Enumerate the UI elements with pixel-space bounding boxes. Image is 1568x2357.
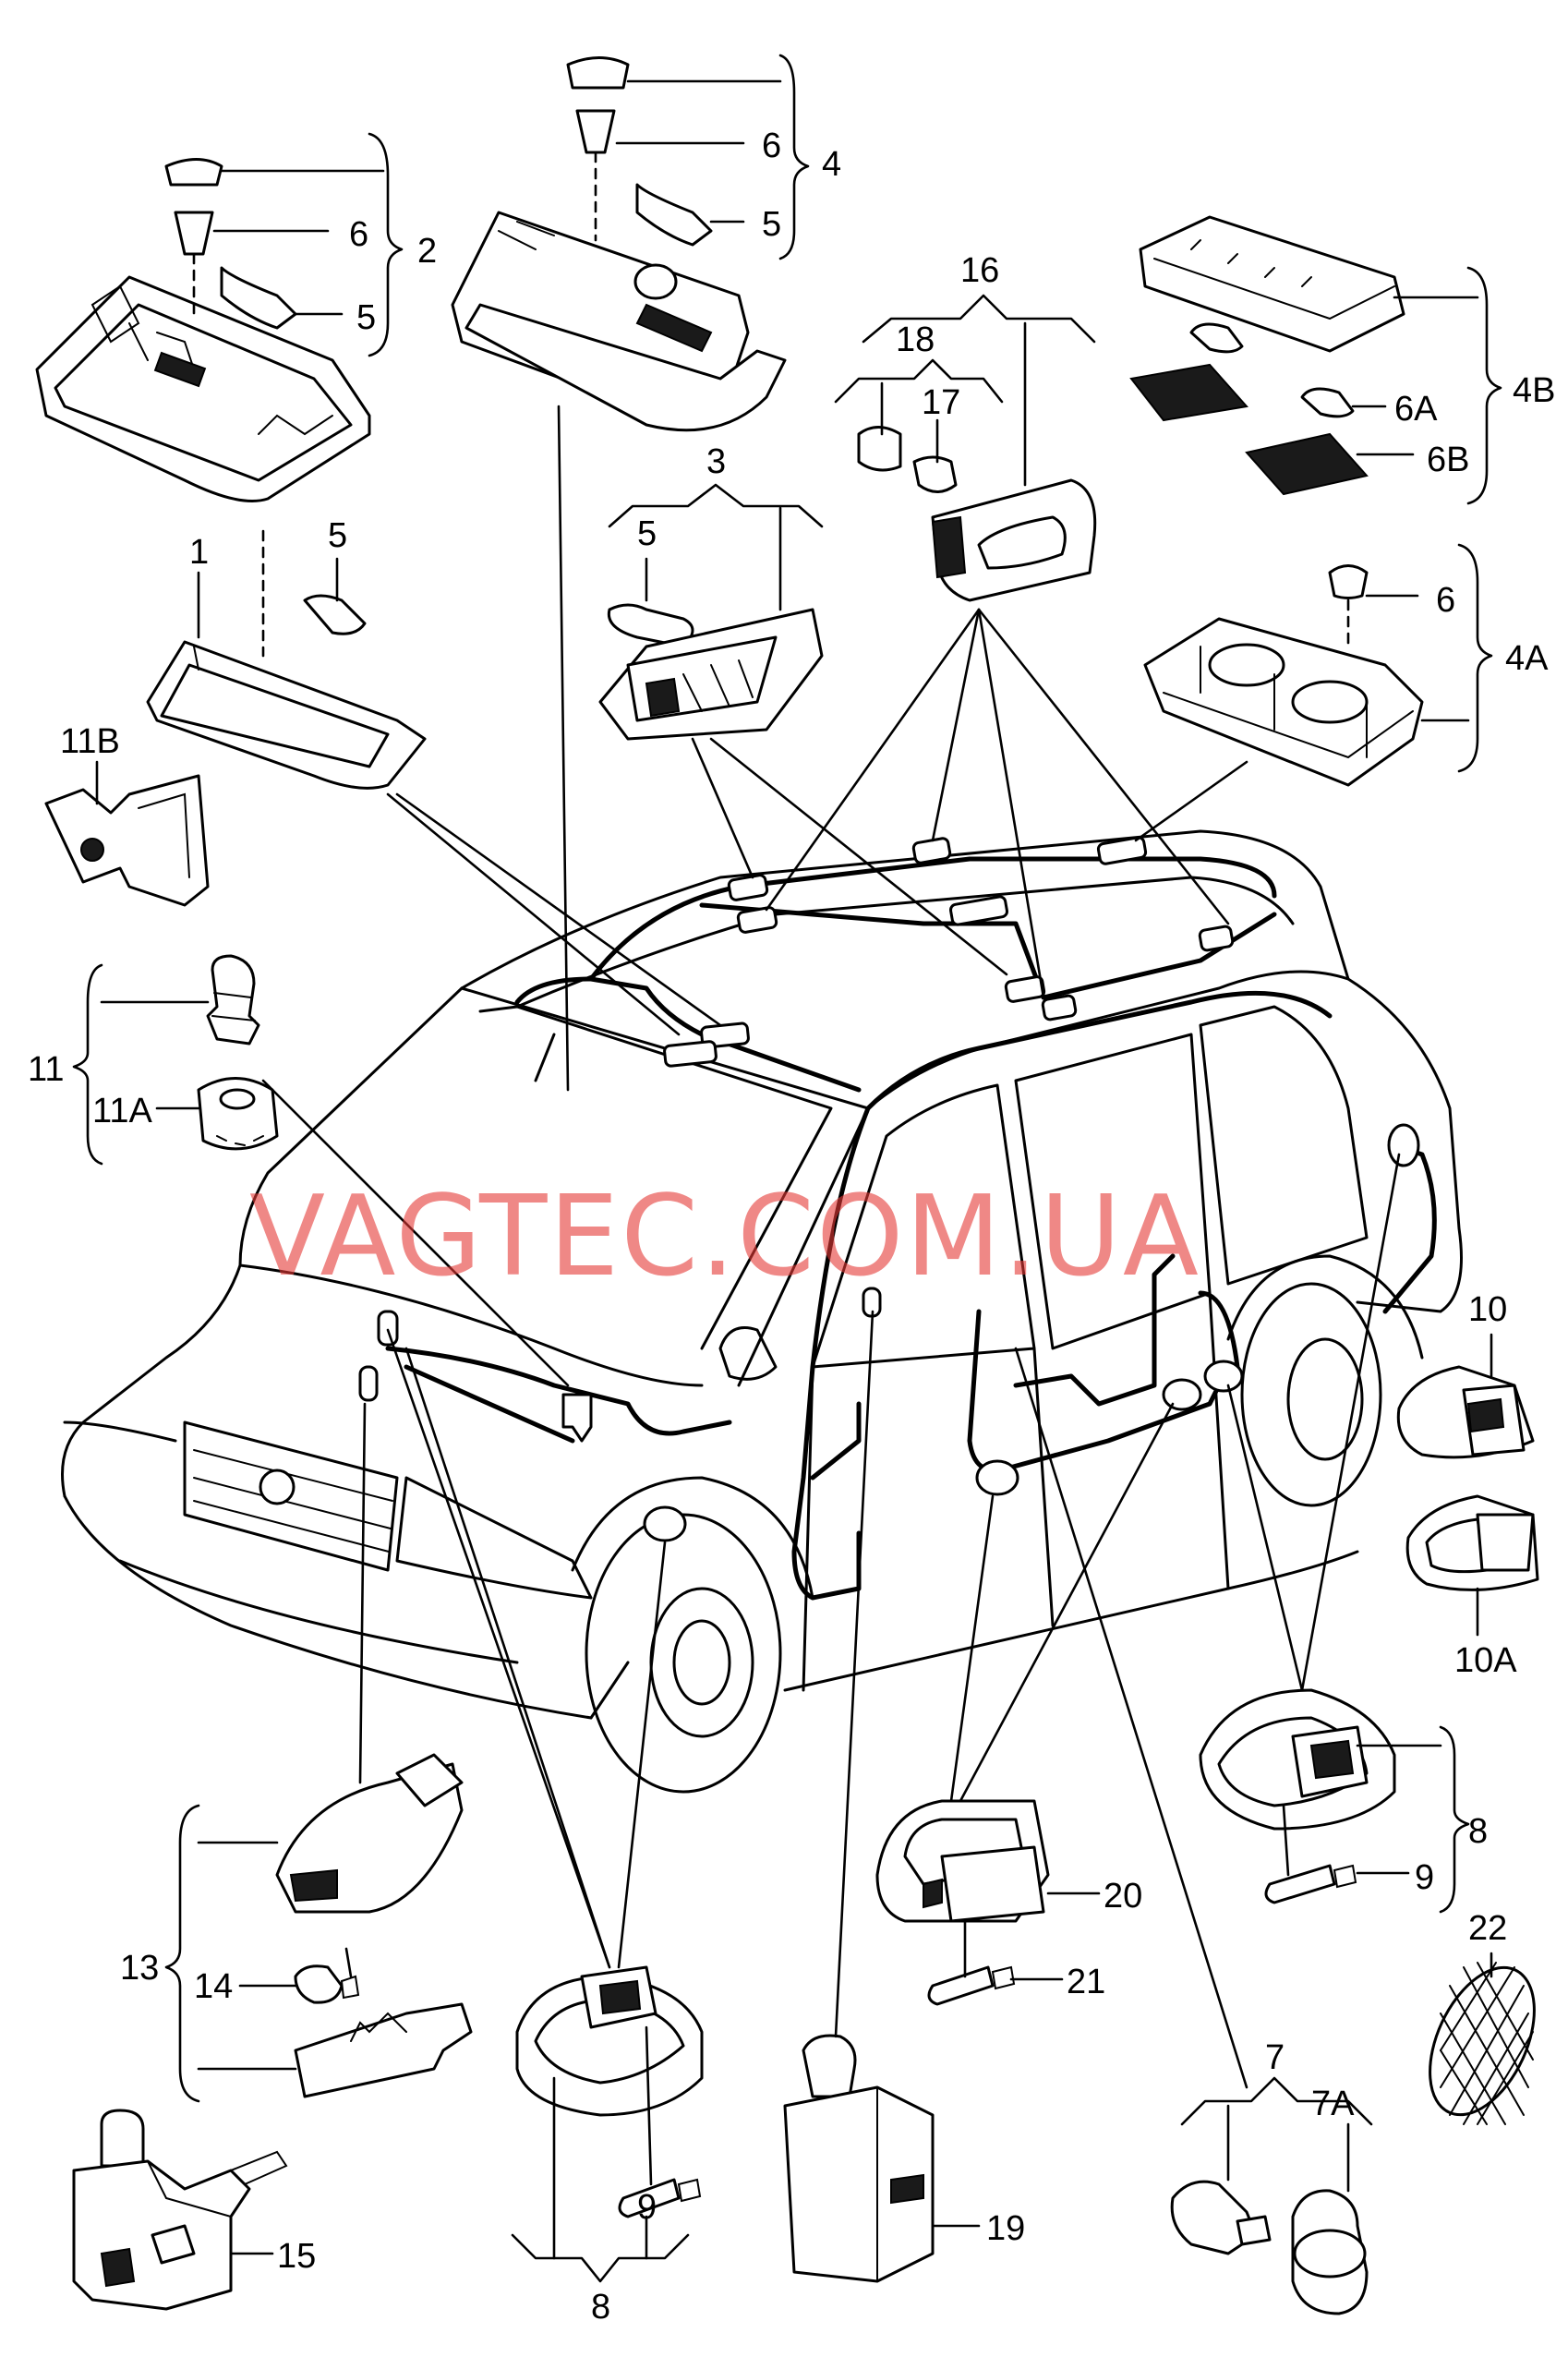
label-6: 6 bbox=[1436, 581, 1455, 620]
part-19-door-switch bbox=[783, 2034, 935, 2283]
label-6a: 6A bbox=[1394, 390, 1438, 429]
label-4a: 4A bbox=[1505, 639, 1549, 678]
label-11: 11 bbox=[28, 1050, 64, 1089]
part-13-glovebox-lamp bbox=[275, 1753, 473, 2098]
label-6b: 6B bbox=[1427, 441, 1469, 479]
part-3-reading-lamp bbox=[598, 603, 824, 741]
part-16-switch bbox=[857, 426, 1097, 602]
part-10-door-lamp bbox=[1396, 1365, 1535, 1459]
label-8: 8 bbox=[591, 2288, 610, 2327]
part-22-mesh-pad bbox=[1429, 1962, 1536, 2125]
label-7: 7 bbox=[1265, 2038, 1285, 2077]
label-11a: 11A bbox=[92, 1092, 152, 1130]
label-8: 8 bbox=[1468, 1812, 1488, 1851]
watermark-text: VAGTEC.COM.UA bbox=[249, 1173, 1200, 1301]
label-6: 6 bbox=[349, 215, 368, 254]
part-8-footwell-lamp-right bbox=[1199, 1688, 1396, 1904]
label-18: 18 bbox=[896, 320, 935, 359]
callout-labels: 2 6 5 4 6 5 4B 6A 6B 6 4A 16 18 17 3 5 5… bbox=[28, 127, 1555, 2327]
label-14: 14 bbox=[194, 1967, 233, 2006]
wiring-harness bbox=[358, 836, 1437, 1601]
part-8-footwell-lamp-bottom bbox=[515, 1965, 704, 2218]
part-4a-lamp-housing bbox=[1143, 564, 1424, 787]
part-4b-lamp-panel bbox=[1129, 215, 1405, 496]
part-11-button-bulb bbox=[197, 954, 279, 1151]
label-9: 9 bbox=[637, 2188, 657, 2227]
label-15: 15 bbox=[277, 2237, 316, 2276]
leader-lines bbox=[72, 54, 1502, 2283]
label-10: 10 bbox=[1468, 1290, 1507, 1329]
part-7-bulb-holder bbox=[1170, 2180, 1272, 2255]
label-4b: 4B bbox=[1513, 371, 1555, 410]
label-5: 5 bbox=[356, 298, 376, 337]
part-15-switch-module bbox=[72, 2109, 288, 2311]
label-6: 6 bbox=[762, 127, 781, 165]
label-11b: 11B bbox=[60, 722, 120, 761]
label-21: 21 bbox=[1067, 1963, 1105, 2001]
label-9: 9 bbox=[1415, 1858, 1434, 1897]
part-2-interior-lamp-front bbox=[35, 158, 371, 502]
label-1: 1 bbox=[189, 533, 209, 572]
label-13: 13 bbox=[120, 1949, 159, 1988]
label-2: 2 bbox=[417, 232, 437, 271]
label-17: 17 bbox=[922, 383, 960, 422]
label-16: 16 bbox=[960, 251, 999, 290]
label-10a: 10A bbox=[1454, 1641, 1517, 1680]
label-5: 5 bbox=[637, 514, 657, 553]
label-5: 5 bbox=[762, 205, 781, 244]
part-7a-cap bbox=[1291, 2189, 1369, 2315]
part-11b-bracket bbox=[44, 774, 210, 907]
label-7a: 7A bbox=[1311, 2085, 1355, 2123]
label-5: 5 bbox=[328, 516, 347, 555]
part-10a-door-lamp bbox=[1405, 1494, 1539, 1591]
minivan-outline bbox=[61, 829, 1463, 1794]
label-19: 19 bbox=[986, 2209, 1025, 2248]
label-4: 4 bbox=[822, 145, 841, 184]
part-4-interior-lamp-center bbox=[451, 56, 787, 432]
part-1-interior-lamp bbox=[146, 594, 427, 790]
label-22: 22 bbox=[1468, 1909, 1507, 1948]
part-20-courtesy-lamp bbox=[875, 1799, 1050, 2006]
label-3: 3 bbox=[706, 442, 726, 481]
label-20: 20 bbox=[1104, 1877, 1142, 1916]
